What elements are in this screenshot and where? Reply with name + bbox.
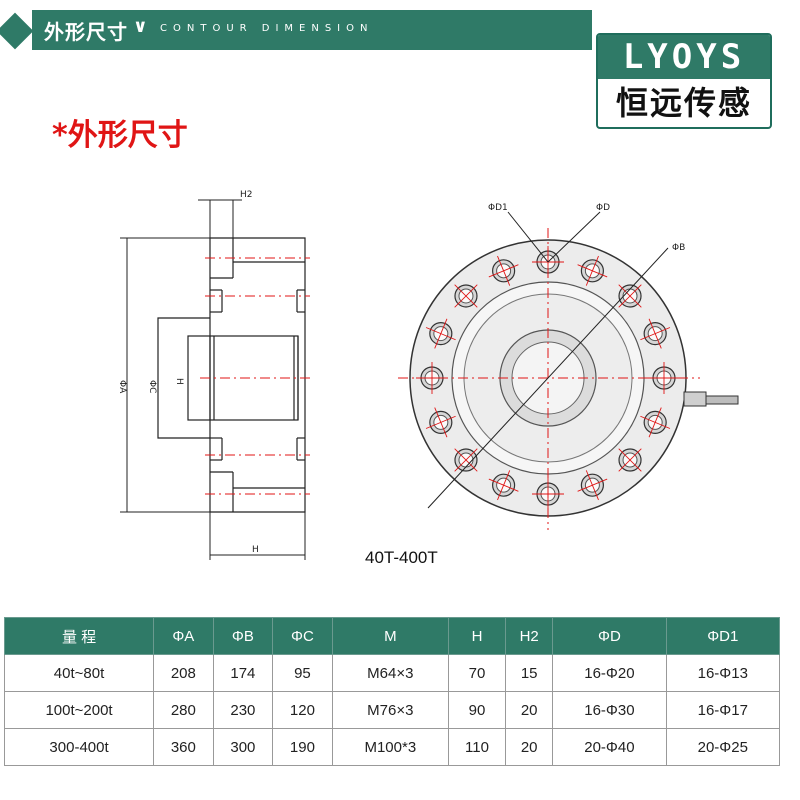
label-phi-d: ΦD <box>596 203 610 213</box>
table-cell: 40t~80t <box>3 654 155 692</box>
chevron-down-icon: ∨ <box>133 16 148 37</box>
label-h-bottom: H <box>252 545 259 555</box>
side-body-outline <box>209 237 306 513</box>
spec-table: 量 程 ΦA ΦB ΦC M H H2 ΦD ΦD1 40t~80t 208 1… <box>3 617 781 766</box>
table-cell: 16-Φ30 <box>552 691 667 729</box>
side-dimension-lines <box>120 199 306 560</box>
table-cell: 190 <box>272 728 333 766</box>
header-cell: H2 <box>505 617 554 655</box>
bolt-hole-centerline <box>618 448 642 472</box>
section-title: *外形尺寸 <box>52 118 188 153</box>
side-view <box>157 237 306 513</box>
bolt-hole-centerline <box>648 407 662 438</box>
bolt-hole-centerline <box>488 478 519 492</box>
cable-gland <box>705 395 739 405</box>
table-cell: 360 <box>153 728 214 766</box>
table-cell: 230 <box>212 691 274 729</box>
logo-brand-cn: 恒远传感 <box>615 84 752 122</box>
table-cell: 300 <box>212 728 274 766</box>
bolt-hole-centerline <box>454 448 478 472</box>
header-band <box>32 10 592 50</box>
label-h-inner: H <box>174 378 184 385</box>
table-row: 100t~200t 280 230 120 M76×3 90 20 16-Φ30… <box>3 691 781 729</box>
table-cell: 20-Φ25 <box>665 728 781 766</box>
label-phi-b: ΦB <box>672 243 685 253</box>
table-cell: 20 <box>505 691 554 729</box>
header-bar: 外形尺寸 ∨ CONTOUR DIMENSION <box>0 10 592 50</box>
bolt-hole-centerline <box>577 478 608 492</box>
table-row: 300-400t 360 300 190 M100*3 110 20 20-Φ4… <box>3 728 781 766</box>
table-cell: M64×3 <box>331 654 449 692</box>
table-cell: 16-Φ20 <box>552 654 667 692</box>
table-cell: 16-Φ13 <box>665 654 781 692</box>
table-cell: 20 <box>505 728 554 766</box>
table-cell: 90 <box>447 691 507 729</box>
header-cell: ΦA <box>153 617 214 655</box>
table-header-row: 量 程 ΦA ΦB ΦC M H H2 ΦD ΦD1 <box>3 617 781 655</box>
header-cell: H <box>447 617 507 655</box>
diamond-icon <box>0 12 34 50</box>
technical-drawing: H2 ΦA ΦC H H ΦD1 ΦD ΦB <box>117 190 739 560</box>
label-h2: H2 <box>240 190 253 200</box>
table-cell: 120 <box>272 691 333 729</box>
bolt-hole-centerline <box>577 264 608 278</box>
side-center-lines <box>200 257 310 495</box>
model-label: 40T-400T <box>365 548 438 567</box>
table-cell: 110 <box>447 728 507 766</box>
bolt-hole-centerline <box>648 318 662 349</box>
table-cell: 174 <box>212 654 274 692</box>
table-cell: 15 <box>505 654 554 692</box>
label-phi-c: ΦC <box>147 380 157 393</box>
header-cell: ΦC <box>272 617 333 655</box>
bolt-hole-centerline <box>618 284 642 308</box>
table-cell: 300-400t <box>3 728 155 766</box>
header-cell: ΦD1 <box>665 617 781 655</box>
table-cell: M76×3 <box>331 691 449 729</box>
table-cell: 70 <box>447 654 507 692</box>
bolt-hole-centerline <box>454 284 478 308</box>
header-title: 外形尺寸 <box>44 20 128 44</box>
header-cell: ΦD <box>552 617 667 655</box>
bolt-hole-centerline <box>488 264 519 278</box>
header-cell: M <box>331 617 449 655</box>
table-row: 40t~80t 208 174 95 M64×3 70 15 16-Φ20 16… <box>3 654 781 692</box>
table-cell: M100*3 <box>331 728 449 766</box>
top-leader-lines <box>427 211 669 509</box>
table-cell: 16-Φ17 <box>665 691 781 729</box>
bolt-hole-centerline <box>434 407 448 438</box>
table-cell: 280 <box>153 691 214 729</box>
table-cell: 95 <box>272 654 333 692</box>
label-phi-d1: ΦD1 <box>488 203 508 213</box>
cable-connector <box>683 391 707 407</box>
table-cell: 208 <box>153 654 214 692</box>
header-cell: ΦB <box>212 617 274 655</box>
bolt-hole-centerline <box>434 318 448 349</box>
header-subtitle: CONTOUR DIMENSION <box>160 23 374 34</box>
brand-logo: LYOYS 恒远传感 <box>596 33 772 129</box>
table-cell: 20-Φ40 <box>552 728 667 766</box>
header-cell: 量 程 <box>3 617 155 655</box>
table-cell: 100t~200t <box>3 691 155 729</box>
logo-brand-en: LYOYS <box>598 35 770 79</box>
label-phi-a: ΦA <box>117 380 127 394</box>
